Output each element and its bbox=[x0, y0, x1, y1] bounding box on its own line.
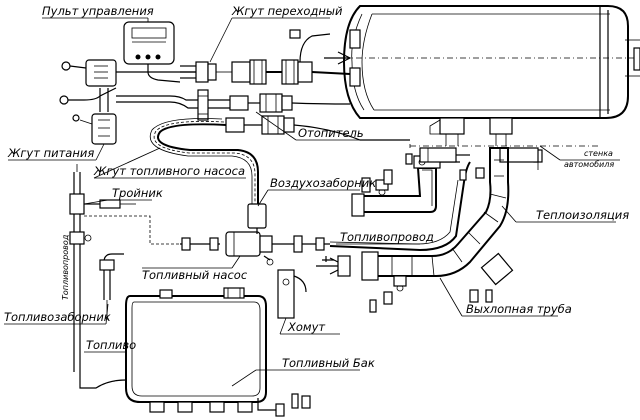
label-fuel-line-vertical: Топливопровод bbox=[61, 234, 70, 300]
exhaust-pipe bbox=[316, 147, 514, 292]
label-fuel-pump: Топливный насос bbox=[142, 268, 248, 282]
vehicle-wall bbox=[409, 144, 600, 148]
clamp bbox=[277, 256, 334, 319]
label-fuel-intake: Топливозаборник bbox=[4, 310, 111, 324]
fuel-pump bbox=[225, 203, 274, 266]
label-tee: Тройник bbox=[112, 186, 163, 200]
label-clamp: Хомут bbox=[287, 320, 325, 334]
label-fuel: Топливо bbox=[86, 338, 136, 352]
label-power-harness: Жгут питания bbox=[7, 146, 94, 160]
label-control-panel: Пульт управления bbox=[42, 4, 154, 18]
labels: Пульт управления Жгут переходный Отопите… bbox=[4, 4, 629, 370]
leader-lines bbox=[4, 17, 620, 387]
label-fuel-tank: Топливный Бак bbox=[282, 356, 375, 370]
label-heater: Отопитель bbox=[298, 126, 364, 140]
label-fuel-line: Топливопровод bbox=[340, 230, 434, 244]
label-adapter-harness: Жгут переходный bbox=[231, 4, 343, 18]
fuel-tank bbox=[79, 287, 267, 413]
brackets bbox=[419, 147, 539, 163]
pump-harness bbox=[149, 118, 259, 204]
heater bbox=[324, 5, 640, 146]
adapter-harness bbox=[231, 29, 351, 85]
label-exhaust-pipe: Выхлопная труба bbox=[466, 302, 572, 316]
label-vehicle-wall-1: стенка bbox=[584, 149, 613, 158]
label-insulation: Теплоизоляция bbox=[536, 208, 629, 222]
power-harness bbox=[59, 59, 232, 145]
control-panel bbox=[123, 21, 181, 83]
label-air-intake: Воздухозаборник bbox=[270, 176, 376, 190]
label-pump-harness: Жгут топливного насоса bbox=[93, 164, 245, 178]
label-vehicle-wall-2: автомобиля bbox=[564, 160, 614, 169]
tank-bolts bbox=[257, 393, 311, 417]
harness-junction bbox=[197, 89, 410, 141]
